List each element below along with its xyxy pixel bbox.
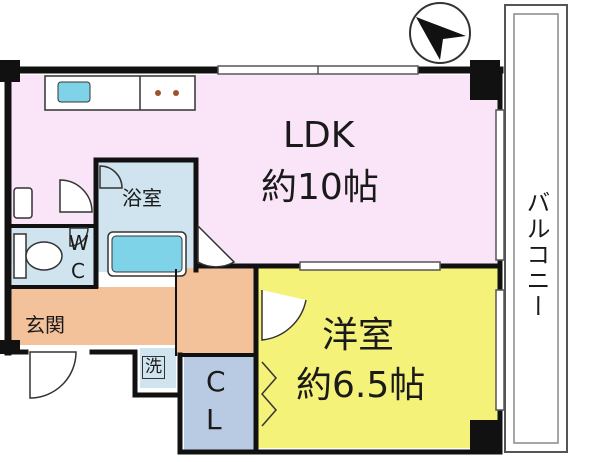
- western-room-area: [258, 268, 500, 448]
- western-room-label: 洋室: [322, 315, 395, 356]
- stove-burner: [155, 90, 161, 96]
- balcony: [504, 4, 568, 453]
- wc-label-w: W: [69, 231, 89, 255]
- north-arrow-icon: [409, 2, 471, 64]
- hall-area: [176, 268, 258, 356]
- windows: [217, 65, 505, 411]
- toilet: [13, 233, 27, 279]
- closet-label-l: L: [206, 403, 222, 436]
- bath-room-label: 浴室: [122, 186, 162, 210]
- closet-area: [184, 356, 254, 451]
- wc-label-c: C: [71, 259, 85, 283]
- balcony-label: バルコニー: [522, 190, 550, 320]
- ldk-room-size: 約10帖: [261, 167, 379, 208]
- western-room-size: 約6.5帖: [296, 365, 426, 406]
- washbasin: [13, 187, 33, 219]
- stove-burner: [173, 90, 179, 96]
- closet-label-c: C: [206, 365, 226, 398]
- ldk-room-label: LDK: [283, 115, 355, 156]
- door-swings: [29, 165, 307, 427]
- laundry-label: 洗: [142, 356, 165, 379]
- kitchen-sink: [57, 81, 91, 103]
- entrance-label: 玄関: [25, 313, 65, 337]
